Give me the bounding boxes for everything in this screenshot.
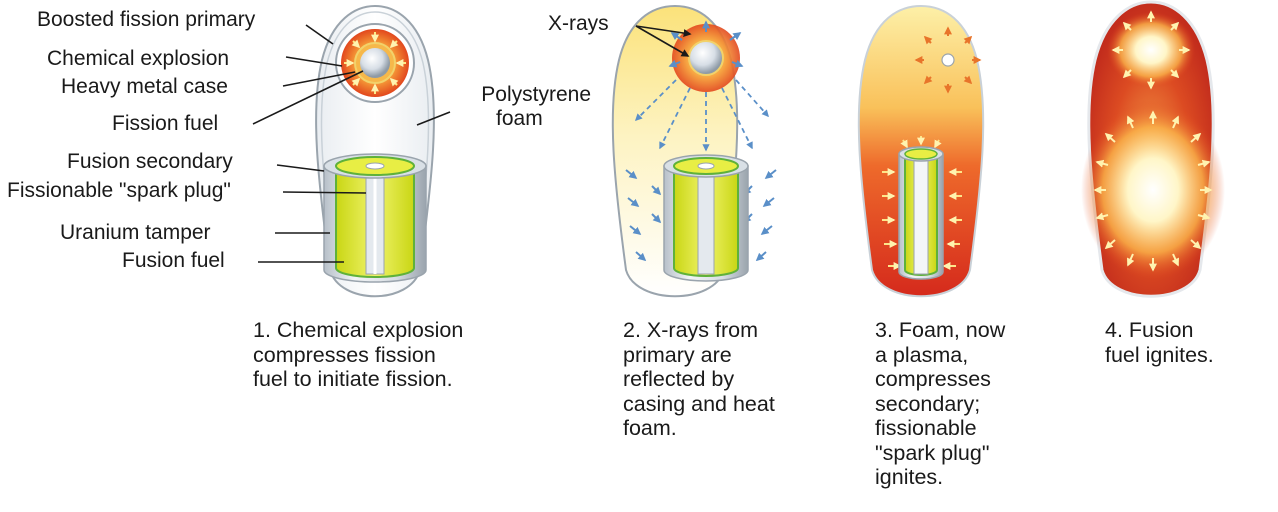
caption-stage-2-line: casing and heat <box>623 392 775 417</box>
caption-stage-2-line: 2. X-rays from <box>623 318 775 343</box>
stage-1-device <box>253 6 450 296</box>
stage-4-device <box>1081 2 1225 296</box>
caption-stage-3-line: "spark plug" <box>875 441 1005 466</box>
label-fission-fuel: Fission fuel <box>112 112 218 136</box>
label-chemical-explosion: Chemical explosion <box>47 47 229 71</box>
caption-stage-2-line: foam. <box>623 416 775 441</box>
leader-boosted-fission-primary <box>306 25 333 44</box>
label-fusion-secondary: Fusion secondary <box>67 150 233 174</box>
stage-3-secondary-cylinder <box>899 147 943 279</box>
caption-stage-3-line: fissionable <box>875 416 1005 441</box>
stage-2-device <box>613 6 776 296</box>
caption-stage-4: 4. Fusion fuel ignites. <box>1105 318 1214 367</box>
caption-stage-2: 2. X-rays from primary are reflected by … <box>623 318 775 441</box>
stage-3-device <box>859 6 983 296</box>
label-polystyrene-foam: Polystyrene foam <box>458 83 591 131</box>
caption-stage-2-line: primary are <box>623 343 775 368</box>
label-fusion-fuel: Fusion fuel <box>122 249 225 273</box>
caption-stage-3: 3. Foam, now a plasma, compresses second… <box>875 318 1005 490</box>
label-polystyrene-foam-line1: Polystyrene <box>458 83 591 107</box>
leader-spark-plug <box>283 192 366 193</box>
label-uranium-tamper: Uranium tamper <box>60 221 211 245</box>
caption-stage-1-line: fuel to initiate fission. <box>253 367 463 392</box>
label-spark-plug: Fissionable "spark plug" <box>7 179 231 203</box>
caption-stage-3-line: compresses <box>875 367 1005 392</box>
caption-stage-1-line: compresses fission <box>253 343 463 368</box>
caption-stage-3-line: 3. Foam, now <box>875 318 1005 343</box>
label-boosted-fission-primary: Boosted fission primary <box>37 8 255 32</box>
leader-fusion-secondary <box>277 165 324 171</box>
caption-stage-1: 1. Chemical explosion compresses fission… <box>253 318 463 392</box>
caption-stage-3-line: ignites. <box>875 465 1005 490</box>
fission-fuel-sphere <box>360 48 390 78</box>
label-polystyrene-foam-line2: foam <box>458 107 591 131</box>
stage-2-secondary-cylinder <box>664 155 748 281</box>
caption-stage-2-line: reflected by <box>623 367 775 392</box>
label-x-rays: X-rays <box>548 12 609 36</box>
label-heavy-metal-case: Heavy metal case <box>61 75 228 99</box>
caption-stage-3-line: secondary; <box>875 392 1005 417</box>
caption-stage-4-line: 4. Fusion <box>1105 318 1214 343</box>
caption-stage-3-line: a plasma, <box>875 343 1005 368</box>
caption-stage-4-line: fuel ignites. <box>1105 343 1214 368</box>
caption-stage-1-line: 1. Chemical explosion <box>253 318 463 343</box>
